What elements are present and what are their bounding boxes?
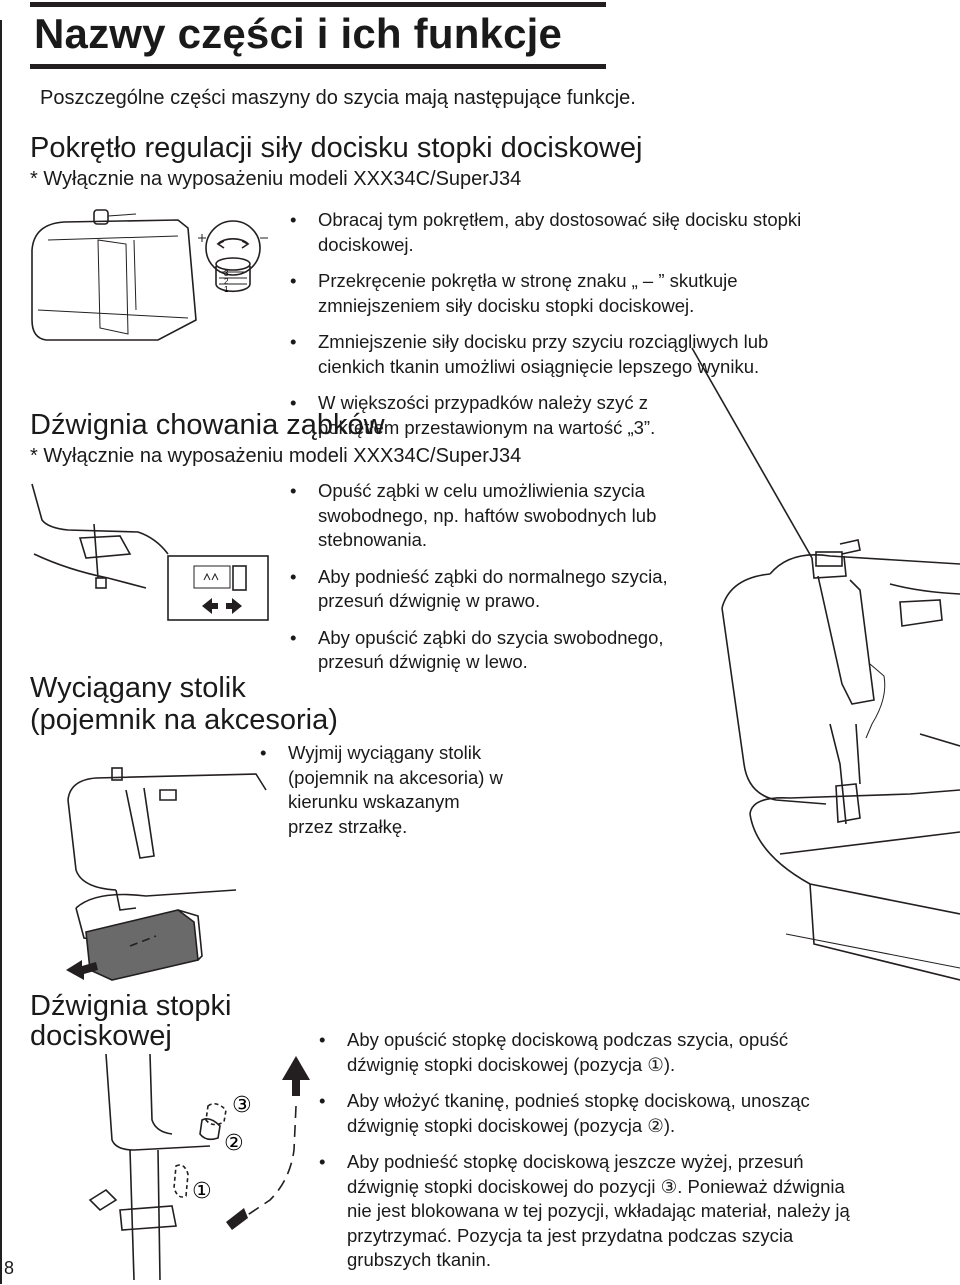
list-item: Aby podnieść stopkę dociskową jeszcze wy… — [317, 1150, 857, 1273]
section-title-accessory-table-2: (pojemnik na akcesoria) — [30, 704, 338, 736]
section-title-feed-dog-lever: Dźwignia chowania ząbków — [30, 409, 385, 441]
list-item: Obracaj tym pokrętłem, aby dostosować si… — [288, 208, 828, 257]
section-title-pressure-dial: Pokrętło regulacji siły docisku stopki d… — [30, 132, 643, 164]
page-title: Nazwy części i ich funkcje — [34, 10, 563, 57]
presser-lever-illustration: ③ ② ① — [88, 1053, 310, 1280]
position-1-marker: ① — [192, 1179, 212, 1204]
list-item: W większości przypadków należy szyć z po… — [288, 391, 710, 440]
title-rule-top — [30, 2, 606, 7]
list-item: Aby opuścić ząbki do szycia swobodnego, … — [288, 626, 706, 675]
list-item: Opuść ząbki w celu umożliwienia szycia s… — [288, 479, 706, 553]
position-3-marker: ③ — [232, 1093, 252, 1118]
section-title-presser-lever-1: Dźwignia stopki — [30, 990, 232, 1022]
dial-label-1: 1 — [224, 285, 229, 294]
model-note-2: * Wyłącznie na wyposażeniu modeli XXX34C… — [30, 445, 522, 467]
dial-label-2: 2 — [224, 277, 229, 286]
page-edge-line — [0, 20, 2, 1284]
position-2-marker: ② — [224, 1131, 244, 1156]
pressure-dial-bullets: Obracaj tym pokrętłem, aby dostosować si… — [288, 208, 828, 452]
pressure-dial-illustration: 3 2 1 — [31, 209, 268, 341]
title-rule-bottom — [30, 64, 606, 69]
list-item: Przekręcenie pokrętła w stronę znaku „ –… — [288, 269, 828, 318]
section-title-presser-lever-2: dociskowej — [30, 1020, 172, 1052]
accessory-table-bullets: Wyjmij wyciągany stolik (pojemnik na akc… — [258, 741, 508, 851]
list-item: Aby opuścić stopkę dociskową podczas szy… — [317, 1028, 857, 1077]
list-item: Zmniejszenie siły docisku przy szyciu ro… — [288, 330, 828, 379]
page-number: 8 — [4, 1258, 15, 1278]
section-title-accessory-table-1: Wyciągany stolik — [30, 672, 246, 704]
list-item: Aby podnieść ząbki do normalnego szycia,… — [288, 565, 706, 614]
intro-text: Poszczególne części maszyny do szycia ma… — [40, 87, 636, 109]
list-item: Wyjmij wyciągany stolik (pojemnik na akc… — [258, 741, 508, 839]
feed-dog-lever-illustration — [31, 483, 269, 621]
dial-label-3: 3 — [224, 269, 229, 278]
feed-dog-lever-bullets: Opuść ząbki w celu umożliwienia szycia s… — [288, 479, 706, 687]
list-item: Aby włożyć tkaninę, podnieś stopkę docis… — [317, 1089, 857, 1138]
accessory-table-illustration — [66, 767, 267, 981]
presser-lever-bullets: Aby opuścić stopkę dociskową podczas szy… — [317, 1028, 857, 1285]
model-note-1: * Wyłącznie na wyposażeniu modeli XXX34C… — [30, 168, 522, 190]
sewing-machine-illustration — [691, 347, 960, 981]
